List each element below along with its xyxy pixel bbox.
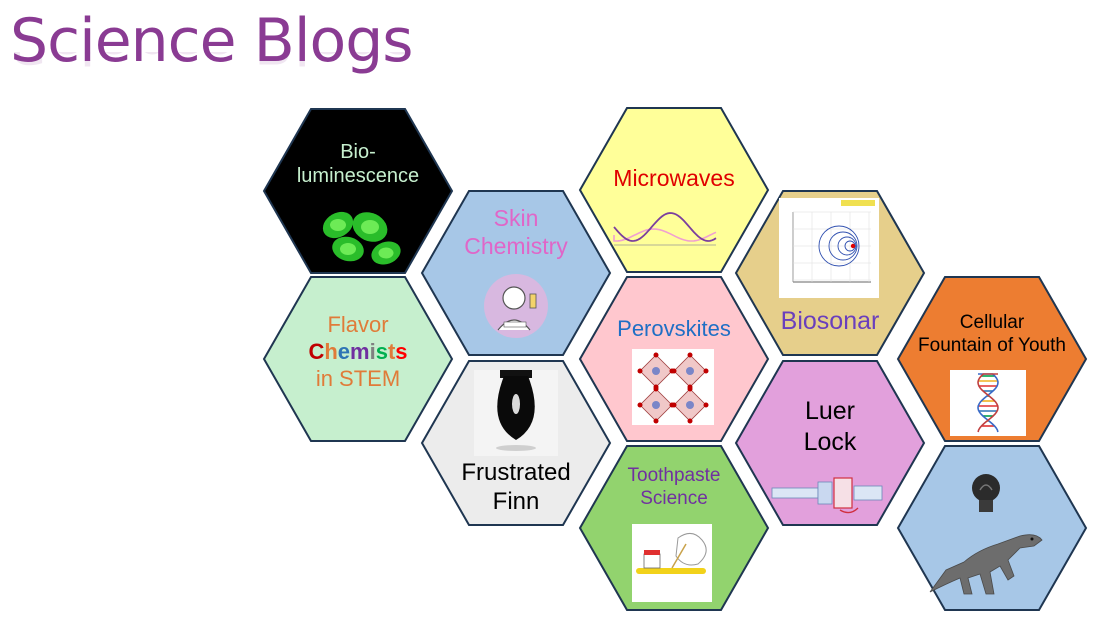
sine-wave-icon (613, 212, 717, 246)
tile-label-line: Biosonar (780, 307, 880, 335)
tile-microwaves-label[interactable]: Microwaves (580, 164, 768, 192)
crystal-lattice-icon (632, 349, 714, 425)
chemists-letter: C (308, 338, 325, 364)
dna-helix-icon (950, 370, 1026, 436)
tile-label-line: Perovskites (617, 316, 731, 341)
tile-bioluminescence-label[interactable]: Bio-luminescence (264, 140, 452, 189)
tile-label-line: Finn (492, 488, 540, 516)
tile-flavor-chemists-hexagon[interactable] (262, 275, 454, 443)
tile-label-line: Skin (493, 205, 539, 231)
skincare-face-icon (484, 274, 548, 338)
tile-biosonar-label[interactable]: Biosonar (736, 306, 924, 337)
chemists-letter: m (350, 338, 370, 364)
doppler-plot-icon (779, 198, 879, 298)
hexagon-shape[interactable] (896, 445, 1088, 611)
toothbrush-icon (632, 524, 712, 602)
tile-label-line: Chemistry (464, 233, 568, 260)
chemists-letter: h (324, 338, 338, 364)
tile-label-line: Science (640, 488, 708, 510)
glowing-leaves-icon (318, 207, 402, 269)
tile-label-line: Lock (803, 427, 857, 456)
chemists-letter: t (387, 338, 396, 364)
hexagon-shape[interactable] (262, 276, 454, 442)
chemists-letter: e (337, 338, 351, 364)
tile-label-line: Microwaves (613, 165, 735, 191)
tile-label-line: Fountain of Youth (918, 335, 1066, 357)
tile-label-line: Flavor (327, 312, 389, 337)
lightbulb-dinosaur-icon (929, 474, 1043, 595)
tile-perovskites-label[interactable]: Perovskites (580, 316, 768, 343)
hexagon-shape[interactable] (578, 107, 770, 273)
tile-cellular-fountain-hexagon[interactable] (896, 275, 1088, 443)
chemists-letter: s (395, 338, 408, 364)
tile-skin-chemistry-hexagon[interactable] (420, 189, 612, 357)
syringe-connector-icon (771, 477, 883, 514)
tile-luer-lock-hexagon[interactable] (734, 359, 926, 527)
tile-label-line: Cellular (959, 312, 1025, 333)
tile-bioluminescence-hexagon[interactable] (262, 107, 454, 275)
tile-label-line: in STEM (315, 365, 401, 391)
tile-microwaves-hexagon[interactable] (578, 106, 770, 274)
page-title: Science Blogs (10, 6, 414, 76)
hexagon-shape[interactable] (734, 360, 926, 526)
chemists-letter: i (369, 338, 376, 364)
hexagon-shape[interactable] (896, 276, 1088, 442)
tile-label-line: Luer (804, 397, 856, 425)
tile-label-line: luminescence (296, 165, 420, 188)
tile-label-line: Bio- (340, 141, 376, 163)
tile-dinosaur-idea-hexagon[interactable] (896, 444, 1088, 612)
hexagon-shape[interactable] (420, 190, 612, 356)
tile-label-line: Toothpaste (627, 465, 721, 486)
black-droplet-icon (474, 370, 558, 456)
chemists-letter: s (375, 338, 388, 364)
hexagon-shape[interactable] (262, 108, 454, 274)
tile-label-line: Chemists (264, 339, 452, 366)
tile-label-line: Frustrated (461, 459, 571, 486)
